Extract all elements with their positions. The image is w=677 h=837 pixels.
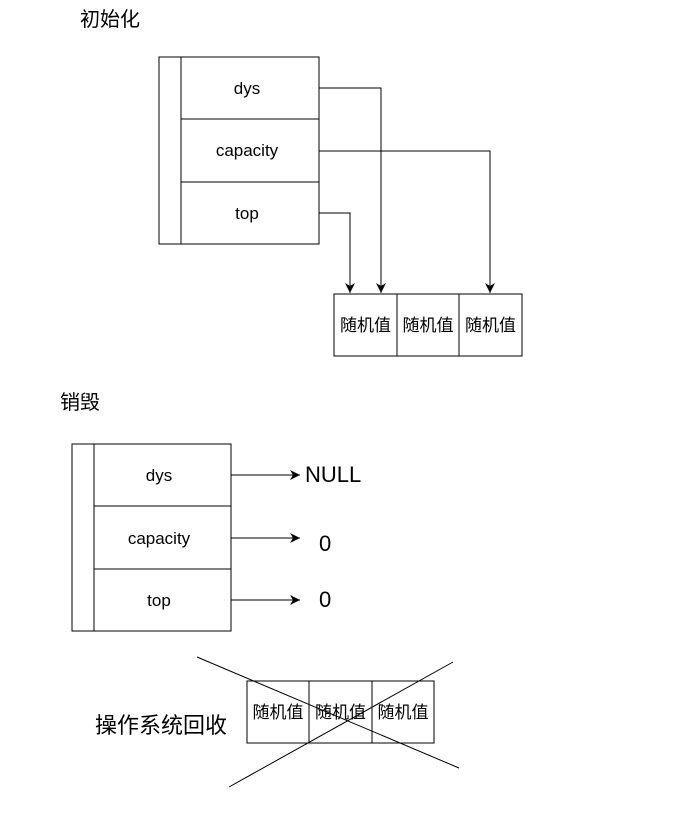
destroy-array-cell	[371, 680, 435, 744]
dys-value-null: NULL	[305, 462, 361, 487]
destroy-struct-frame	[71, 443, 232, 632]
top-value-zero: 0	[319, 587, 331, 612]
destroy-array-cell-label: 随机值	[253, 703, 304, 723]
destroy-struct: dys capacity top	[71, 443, 232, 632]
dys-pointer-arrow	[319, 87, 386, 293]
init-field-top: top	[235, 204, 259, 223]
destroy-field-dys: dys	[146, 466, 172, 485]
top-pointer-arrow	[319, 212, 355, 293]
destroy-field-top: top	[147, 591, 171, 610]
init-array-cell-label: 随机值	[340, 316, 391, 336]
init-array: 随机值 随机值 随机值	[333, 293, 523, 357]
capacity-value-zero: 0	[319, 531, 331, 556]
init-array-cell-label: 随机值	[403, 316, 454, 336]
init-array-cell	[396, 293, 460, 357]
init-struct: dys capacity top	[158, 56, 320, 245]
init-field-capacity: capacity	[216, 141, 279, 160]
init-title: 初始化	[80, 7, 140, 31]
destroy-array-cell-label: 随机值	[378, 703, 429, 723]
destroy-array: 随机值 随机值 随机值	[246, 680, 435, 744]
reclaim-label: 操作系统回收	[95, 714, 227, 739]
init-array-cell-label: 随机值	[465, 316, 516, 336]
destroy-field-capacity: capacity	[128, 529, 191, 548]
init-array-cell	[458, 293, 523, 357]
init-field-dys: dys	[234, 79, 260, 98]
strike-line	[228, 661, 454, 788]
capacity-pointer-arrow	[319, 150, 495, 293]
init-struct-frame	[158, 56, 320, 245]
init-array-cell	[333, 293, 398, 357]
strike-line	[196, 656, 460, 769]
destroy-array-cell	[308, 680, 373, 744]
destroy-array-cell-label: 随机值	[315, 703, 366, 723]
destroy-title: 销毁	[60, 390, 100, 414]
